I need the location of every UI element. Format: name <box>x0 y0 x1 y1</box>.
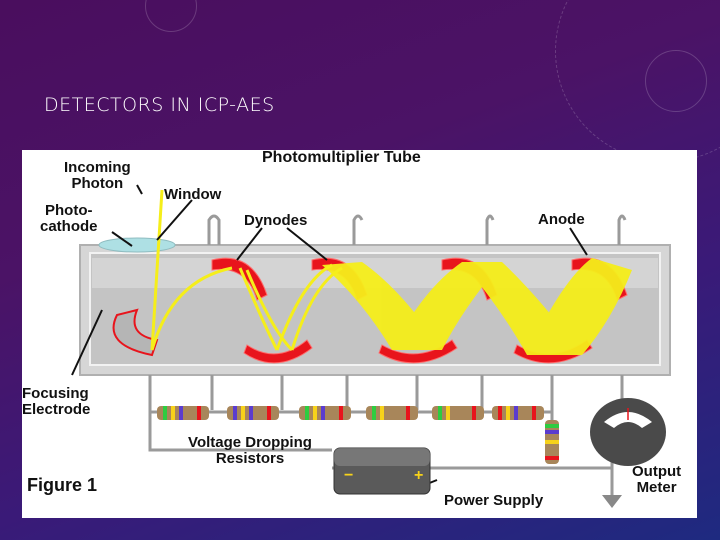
resistors <box>157 406 559 464</box>
label-power-supply: Power Supply <box>444 492 544 509</box>
decorative-ring <box>645 50 707 112</box>
label-line: cathode <box>40 218 98 235</box>
figure-caption: Figure 1 <box>27 475 98 495</box>
figure-title: Photomultiplier Tube <box>262 150 421 166</box>
label-line: Photo- <box>45 202 93 219</box>
focusing-electrode <box>112 308 159 357</box>
output-meter <box>590 398 666 466</box>
label-anode: Anode <box>538 211 585 228</box>
battery-plus-symbol: + <box>414 467 424 484</box>
label-photocathode: Photo- cathode <box>40 203 98 235</box>
label-line: Incoming <box>64 159 131 176</box>
label-line: Resistors <box>215 450 285 467</box>
label-line: Meter <box>636 479 677 496</box>
photomultiplier-diagram <box>71 184 671 508</box>
label-incoming-photon: Incoming Photon <box>64 160 131 192</box>
decorative-ring <box>145 0 197 32</box>
label-voltage-dropping-resistors: Voltage Dropping Resistors <box>170 435 330 467</box>
label-line: Photon <box>71 175 124 192</box>
photomultiplier-figure: Photomultiplier Tube Incoming Photon Win… <box>22 150 697 518</box>
battery-minus-symbol: − <box>344 467 354 484</box>
window-glass <box>98 237 176 253</box>
label-line: Electrode <box>22 401 91 418</box>
label-line: Focusing <box>22 385 89 402</box>
label-line: Voltage Dropping <box>188 434 312 451</box>
label-focusing-electrode: Focusing Electrode <box>22 386 90 418</box>
label-output-meter: Output Meter <box>632 464 681 496</box>
ground-arrow <box>602 495 622 508</box>
slide-title: DETECTORS IN ICP-AES <box>44 94 275 116</box>
label-line: Output <box>632 463 682 480</box>
label-window: Window <box>164 186 222 203</box>
label-dynodes: Dynodes <box>244 212 308 229</box>
